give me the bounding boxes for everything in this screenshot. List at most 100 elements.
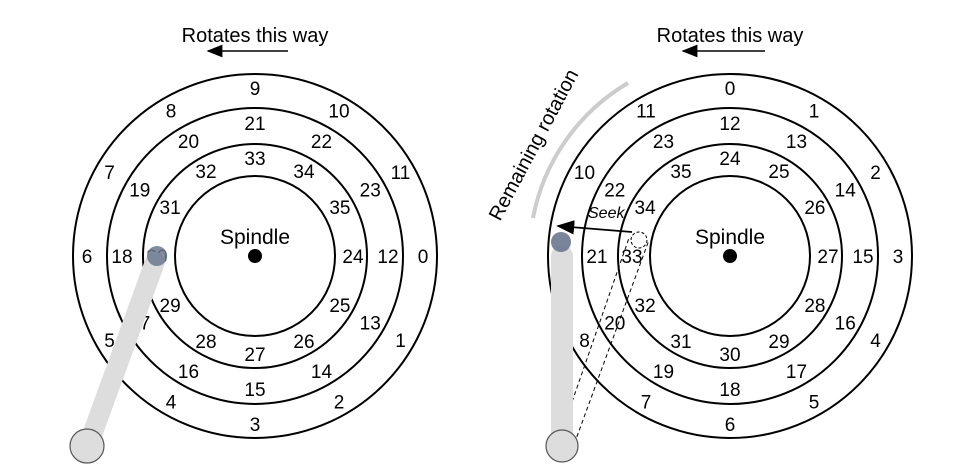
sector-label: 35 <box>329 198 350 219</box>
left-rotation-label: Rotates this way <box>182 25 329 47</box>
sector-label: 14 <box>311 362 333 383</box>
sector-label: 22 <box>311 132 332 153</box>
sector-label: 17 <box>786 362 807 383</box>
sector-label: 19 <box>653 362 674 383</box>
right-inner-track-ring <box>617 143 843 369</box>
sector-label: 27 <box>817 247 838 268</box>
sector-label: 4 <box>870 331 881 352</box>
sector-label: 24 <box>342 247 364 268</box>
sector-label: 5 <box>809 393 820 414</box>
sector-label: 20 <box>178 132 199 153</box>
sector-label: 28 <box>195 332 216 353</box>
sector-label: 2 <box>334 393 345 414</box>
sector-label: 11 <box>636 102 656 123</box>
sector-label: 34 <box>635 198 657 219</box>
sector-label: 12 <box>719 114 740 135</box>
sector-label: 0 <box>725 79 736 100</box>
sector-label: 29 <box>768 332 789 353</box>
sector-label: 21 <box>586 247 607 268</box>
right-spindle-dot <box>723 249 737 263</box>
sector-label: 2 <box>870 163 881 184</box>
sector-label: 3 <box>893 247 904 268</box>
sector-label: 23 <box>360 181 381 202</box>
sector-label: 15 <box>244 380 265 401</box>
sector-label: 25 <box>768 162 789 183</box>
seek-arrow <box>556 220 633 235</box>
left-actuator-arm <box>78 252 165 456</box>
sector-label: 26 <box>804 198 825 219</box>
sector-label: 7 <box>641 393 652 414</box>
sector-label: 6 <box>725 415 736 436</box>
sector-label: 1 <box>809 102 820 123</box>
sector-label: 28 <box>804 296 825 317</box>
sector-label: 8 <box>579 331 590 352</box>
sector-label: 9 <box>250 79 261 100</box>
sector-label: 3 <box>250 415 261 436</box>
right-inner-sector-labels: 24 25 26 27 28 29 30 31 32 33 34 35 <box>621 149 838 366</box>
sector-label: 10 <box>574 163 595 184</box>
remaining-rotation-label: Remaining rotation <box>485 66 583 225</box>
right-spindle-label: Spindle <box>695 226 765 249</box>
sector-label: 29 <box>160 296 181 317</box>
sector-label: 31 <box>160 198 181 219</box>
right-middle-sector-labels: 12 13 14 15 16 17 18 19 20 21 22 23 <box>586 114 873 401</box>
sector-label: 14 <box>835 181 857 202</box>
left-disk-head <box>147 246 167 266</box>
sector-label: 13 <box>360 314 381 335</box>
remaining-rotation-arc <box>531 81 630 219</box>
future-arm-edge-2 <box>571 239 650 451</box>
sector-label: 20 <box>604 314 625 335</box>
right-disk: Rotates this way Spindle 01234567891011 … <box>485 25 913 463</box>
sector-label: 4 <box>166 393 177 414</box>
sector-label: 16 <box>178 362 199 383</box>
sector-label: 22 <box>604 181 625 202</box>
right-arm-pivot <box>545 429 579 463</box>
sector-label: 30 <box>719 345 740 366</box>
left-middle-track-ring <box>106 107 404 405</box>
left-arm-pivot <box>69 428 105 464</box>
sector-label: 26 <box>293 332 314 353</box>
sector-label: 16 <box>835 314 856 335</box>
right-outer-track-ring <box>547 73 913 439</box>
sector-label: 21 <box>244 114 265 135</box>
right-rotation-label: Rotates this way <box>657 25 804 47</box>
left-spindle-ring <box>174 175 336 337</box>
future-head-outline <box>630 231 648 249</box>
seek-label: Seek <box>588 205 625 222</box>
sector-label: 33 <box>244 149 265 170</box>
sector-label: 1 <box>395 331 406 352</box>
sector-label: 6 <box>82 247 93 268</box>
sector-label: 31 <box>670 332 691 353</box>
sector-label: 32 <box>195 162 216 183</box>
left-inner-track-ring <box>142 143 368 369</box>
left-outer-track-ring <box>72 73 438 439</box>
sector-label: 23 <box>653 132 674 153</box>
sector-label: 13 <box>786 132 807 153</box>
sector-label: 34 <box>293 162 315 183</box>
sector-label: 35 <box>670 162 691 183</box>
sector-label: 15 <box>852 247 873 268</box>
sector-label: 0 <box>418 247 429 268</box>
sector-label: 33 <box>621 247 642 268</box>
sector-label: 18 <box>111 247 132 268</box>
left-spindle-label: Spindle <box>220 226 290 249</box>
sector-label: 24 <box>719 149 741 170</box>
sector-label: 12 <box>377 247 398 268</box>
right-disk-head <box>551 232 571 252</box>
sector-label: 10 <box>328 102 349 123</box>
sector-label: 18 <box>719 380 740 401</box>
sector-label: 7 <box>104 163 115 184</box>
sector-label: 27 <box>244 345 265 366</box>
sector-label: 11 <box>391 163 411 184</box>
left-middle-sector-labels: 212223121314151617181920 <box>111 114 398 401</box>
sector-label: 8 <box>166 102 177 123</box>
right-spindle-ring <box>649 175 811 337</box>
sector-label: 5 <box>104 331 115 352</box>
sector-label: 25 <box>329 296 350 317</box>
left-spindle-dot <box>248 249 262 263</box>
left-disk: Rotates this way Spindle 91011012345678 … <box>69 25 438 464</box>
right-middle-track-ring <box>581 107 879 405</box>
sector-label: 32 <box>635 296 656 317</box>
